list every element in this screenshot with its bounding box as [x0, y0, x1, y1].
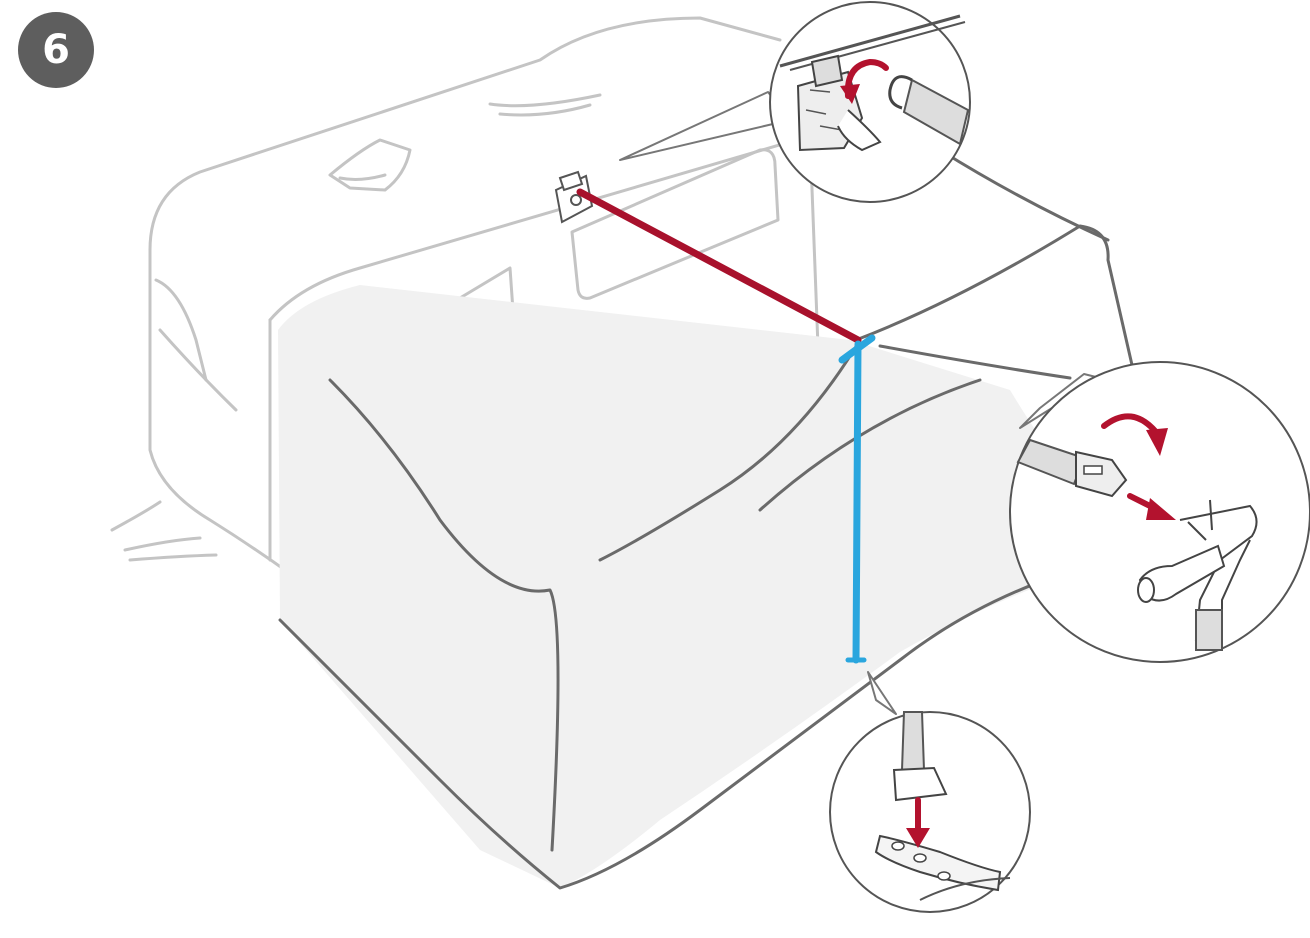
- detail-pole-coupling: [1009, 361, 1310, 663]
- step-number-badge: 6: [18, 12, 94, 88]
- step-number: 6: [42, 27, 70, 73]
- detail-foot-plate: [829, 671, 1031, 913]
- awning-canopy: [278, 285, 1110, 888]
- curved-arrow-icon: [844, 58, 889, 99]
- detail-rail-connection: [619, 1, 971, 203]
- upright-pole: [838, 334, 876, 664]
- rail-clamp: [554, 170, 594, 224]
- curved-arrow-icon: [1101, 413, 1159, 435]
- rafter-pole: [576, 188, 862, 344]
- awning-outline: [278, 148, 1142, 890]
